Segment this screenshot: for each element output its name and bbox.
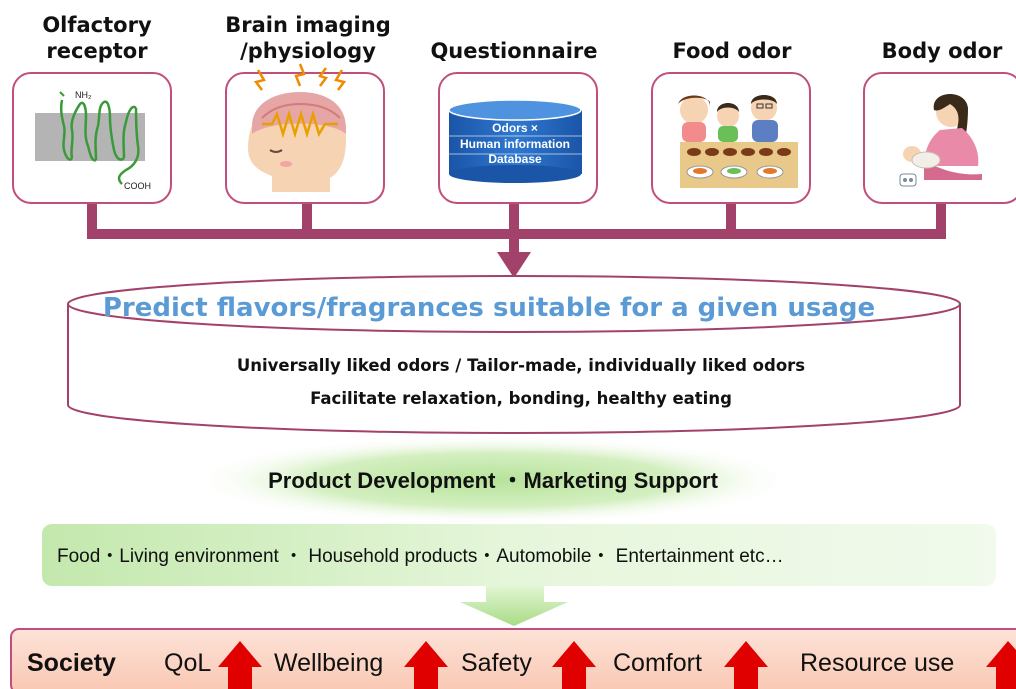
source-label-olfactory-line1: Olfactory bbox=[42, 13, 152, 37]
society-label: Society bbox=[27, 649, 116, 677]
olfactory-receptor-icon: NH₂ COOH bbox=[35, 90, 151, 191]
source-labels: Olfactory receptor Brain imaging /physio… bbox=[42, 13, 1003, 63]
product-development-text: Product Development ・Marketing Support bbox=[268, 468, 718, 493]
product-development-ellipse: Product Development ・Marketing Support bbox=[189, 435, 799, 525]
mother-baby-icon bbox=[899, 93, 982, 187]
connector-tree bbox=[87, 203, 946, 278]
society-item-resource-use: Resource use bbox=[800, 649, 954, 677]
receptor-c-term: COOH bbox=[124, 181, 151, 191]
source-label-questionnaire: Questionnaire bbox=[430, 39, 597, 63]
prediction-line1: Universally liked odors / Tailor-made, i… bbox=[237, 356, 805, 375]
society-item-wellbeing: Wellbeing bbox=[274, 649, 383, 677]
database-line3: Database bbox=[488, 152, 542, 166]
source-label-food-odor: Food odor bbox=[673, 39, 793, 63]
society-item-safety: Safety bbox=[461, 649, 532, 677]
prediction-line2: Facilitate relaxation, bonding, healthy … bbox=[310, 389, 732, 408]
family-dining-icon bbox=[678, 95, 798, 188]
society-item-qol: QoL bbox=[164, 649, 211, 677]
source-label-brain-line2: /physiology bbox=[240, 39, 376, 63]
prediction-cylinder: Predict flavors/fragrances suitable for … bbox=[67, 275, 961, 434]
up-arrow-icon-comfort bbox=[724, 641, 768, 689]
source-label-body-odor: Body odor bbox=[882, 39, 1003, 63]
receptor-n-term: NH₂ bbox=[75, 90, 92, 100]
database-icon: Odors × Human information Database bbox=[448, 99, 582, 183]
up-arrow-icon-wellbeing bbox=[404, 641, 448, 689]
up-arrow-icon-qol bbox=[218, 641, 262, 689]
sectors-text: Food・Living environment ・ Household prod… bbox=[57, 546, 784, 567]
down-arrow-society bbox=[460, 586, 568, 626]
sector-band: Food・Living environment ・ Household prod… bbox=[42, 524, 996, 586]
brain-imaging-icon bbox=[248, 63, 347, 192]
prediction-title: Predict flavors/fragrances suitable for … bbox=[103, 293, 875, 323]
society-bar: Society QoL Wellbeing Safety Comfort Res… bbox=[10, 628, 1016, 689]
society-item-comfort: Comfort bbox=[613, 649, 702, 677]
connector-arrow-head bbox=[497, 252, 531, 278]
source-label-brain-line1: Brain imaging bbox=[225, 13, 390, 37]
database-line2: Human information bbox=[460, 137, 570, 151]
up-arrow-icon-safety bbox=[552, 641, 596, 689]
database-line1: Odors × bbox=[492, 121, 538, 135]
up-arrow-icon-resource-use bbox=[986, 641, 1016, 689]
source-label-olfactory-line2: receptor bbox=[46, 39, 148, 63]
